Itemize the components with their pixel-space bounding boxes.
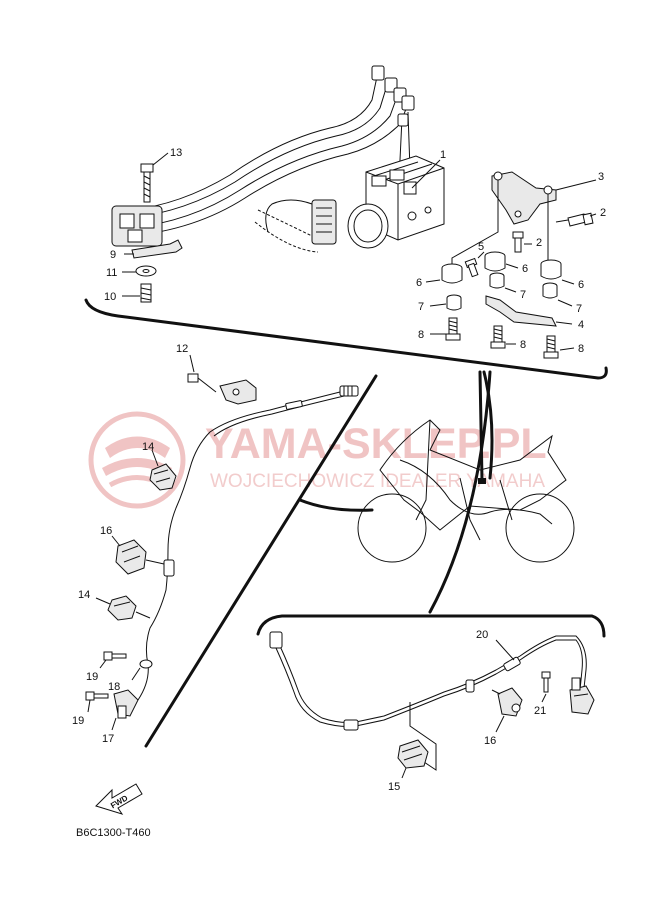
bracket-4 xyxy=(485,295,573,327)
callout-14-lower: 14 xyxy=(78,589,90,601)
callout-15: 15 xyxy=(388,781,400,793)
callout-5: 5 xyxy=(478,241,484,253)
watermark-subtitle: WOJCIECHOWICZ IDEALER YAMAHA xyxy=(210,471,545,492)
callout-16-rear: 16 xyxy=(484,735,496,747)
callout-19-lower: 19 xyxy=(72,715,84,727)
callout-8-middle: 8 xyxy=(520,339,526,351)
bolt-19-upper xyxy=(99,651,127,669)
panel-border-bottom xyxy=(256,614,606,638)
bolt-21 xyxy=(541,671,551,703)
callout-6-middle: 6 xyxy=(522,263,528,275)
callout-10: 10 xyxy=(104,291,116,303)
collar-7-right xyxy=(542,282,573,307)
callout-6-right: 6 xyxy=(578,279,584,291)
damper-6-left xyxy=(425,263,463,284)
hose-joint-assembly xyxy=(111,205,163,247)
callout-21: 21 xyxy=(534,705,546,717)
callout-3: 3 xyxy=(598,171,604,183)
bolt-2-right xyxy=(555,212,597,227)
panel-border-top xyxy=(84,298,608,380)
diagram-reference-code: B6C1300-T460 xyxy=(76,827,151,839)
bolt-10 xyxy=(122,283,152,303)
bolt-13 xyxy=(140,152,169,203)
callout-16-left: 16 xyxy=(100,525,112,537)
washer-11 xyxy=(122,265,157,277)
callout-4: 4 xyxy=(578,319,584,331)
rear-wheel-sensor xyxy=(569,677,595,715)
bracket-3 xyxy=(491,171,597,225)
callout-12: 12 xyxy=(176,343,188,355)
callout-2-lower: 2 xyxy=(536,237,542,249)
forward-arrow-icon: FWD xyxy=(95,783,143,815)
clamp-15 xyxy=(397,739,429,779)
bolt-2-lower xyxy=(512,231,532,253)
front-sensor-panel: 12 14 16 14 19 xyxy=(72,343,378,748)
watermark: YAMA-SKLEP.PL WOJCIECHOWICZ IDEALER YAMA… xyxy=(88,411,547,509)
callout-14-upper: 14 xyxy=(142,441,154,453)
callout-8-left: 8 xyxy=(418,329,424,341)
callout-18: 18 xyxy=(108,681,120,693)
collar-18 xyxy=(131,659,153,681)
hydraulic-unit-panel: 13 9 11 10 xyxy=(84,65,608,380)
panel-border-diagonal xyxy=(144,374,378,748)
rear-sensor-cable xyxy=(275,639,583,727)
front-wheel-sensor-17 xyxy=(111,689,139,731)
bolt-19-lower xyxy=(85,691,109,713)
unit-connector xyxy=(265,199,337,245)
bolt-5 xyxy=(464,251,485,278)
callout-11: 11 xyxy=(106,267,117,279)
bolt-8-middle xyxy=(490,325,516,349)
callout-13: 13 xyxy=(170,147,182,159)
hydraulic-unit-1 xyxy=(347,155,445,249)
holder-16-left xyxy=(111,535,165,575)
callout-19-upper: 19 xyxy=(86,671,98,683)
callout-7-right: 7 xyxy=(576,303,582,315)
callout-7-left: 7 xyxy=(418,301,424,313)
sensor-lead-cable xyxy=(137,391,341,701)
sensor-lead-connector xyxy=(339,385,359,397)
callout-1: 1 xyxy=(440,149,446,161)
collar-7-left xyxy=(429,294,462,311)
callout-8-right: 8 xyxy=(578,343,584,355)
holder-16-rear xyxy=(491,687,523,733)
callout-17: 17 xyxy=(102,733,114,745)
rear-sensor-connector xyxy=(269,631,283,649)
callout-20: 20 xyxy=(476,629,488,641)
bolt-8-left xyxy=(430,317,461,341)
watermark-logo xyxy=(88,411,186,509)
damper-6-right xyxy=(540,259,575,285)
watermark-brand: YAMA-SKLEP.PL xyxy=(205,420,547,468)
callout-6-left: 6 xyxy=(416,277,422,289)
bracket-12 xyxy=(187,354,257,405)
collar-7-middle xyxy=(489,272,517,293)
callout-7-middle: 7 xyxy=(520,289,526,301)
clamp-14-upper xyxy=(149,449,177,491)
callout-9: 9 xyxy=(110,249,116,261)
callout-2-right: 2 xyxy=(600,207,606,219)
bolt-8-right xyxy=(543,335,575,359)
damper-6-middle xyxy=(484,251,519,272)
clamp-14-lower xyxy=(95,595,151,621)
rear-sensor-panel: 20 21 16 15 xyxy=(256,614,606,793)
motorcycle-silhouette xyxy=(298,370,575,614)
